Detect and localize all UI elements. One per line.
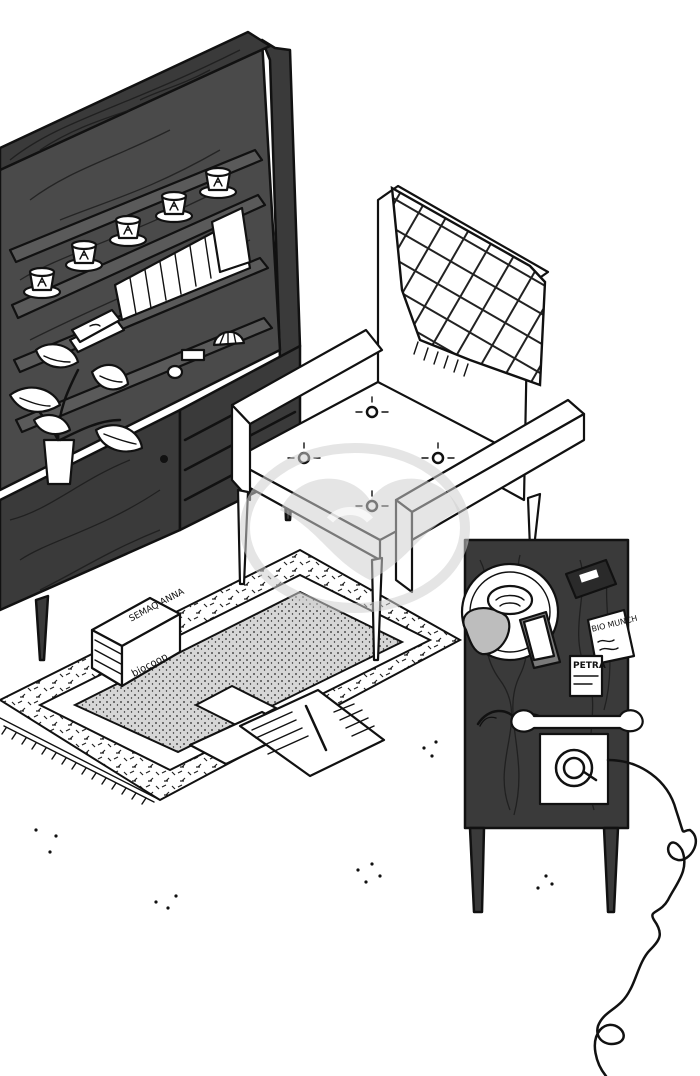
telephone [510,709,644,806]
small-book-stack [68,308,126,354]
side-table: BIO MUNCH PETRA [460,538,644,914]
floor-specks [34,740,554,910]
snack-pack: BIO MUNCH [586,608,638,666]
cassette-tape [564,558,618,600]
tin-label: PETRA [573,661,606,671]
watermark-logo-icon [240,443,470,613]
teacup [154,190,194,224]
bookshelf [0,30,302,662]
teacups [22,166,238,300]
teacup [108,214,148,248]
teacup [198,166,238,200]
teacup [64,239,104,273]
shelf-books [113,206,252,322]
shelf-trinkets [166,330,246,380]
petra-tin: PETRA [568,654,606,698]
potted-plant [8,343,144,486]
magazines [188,688,386,778]
spiral-phone-cord-icon [593,758,697,1076]
rug [0,548,463,805]
teacup [22,266,62,300]
plate-with-toast [460,562,562,670]
